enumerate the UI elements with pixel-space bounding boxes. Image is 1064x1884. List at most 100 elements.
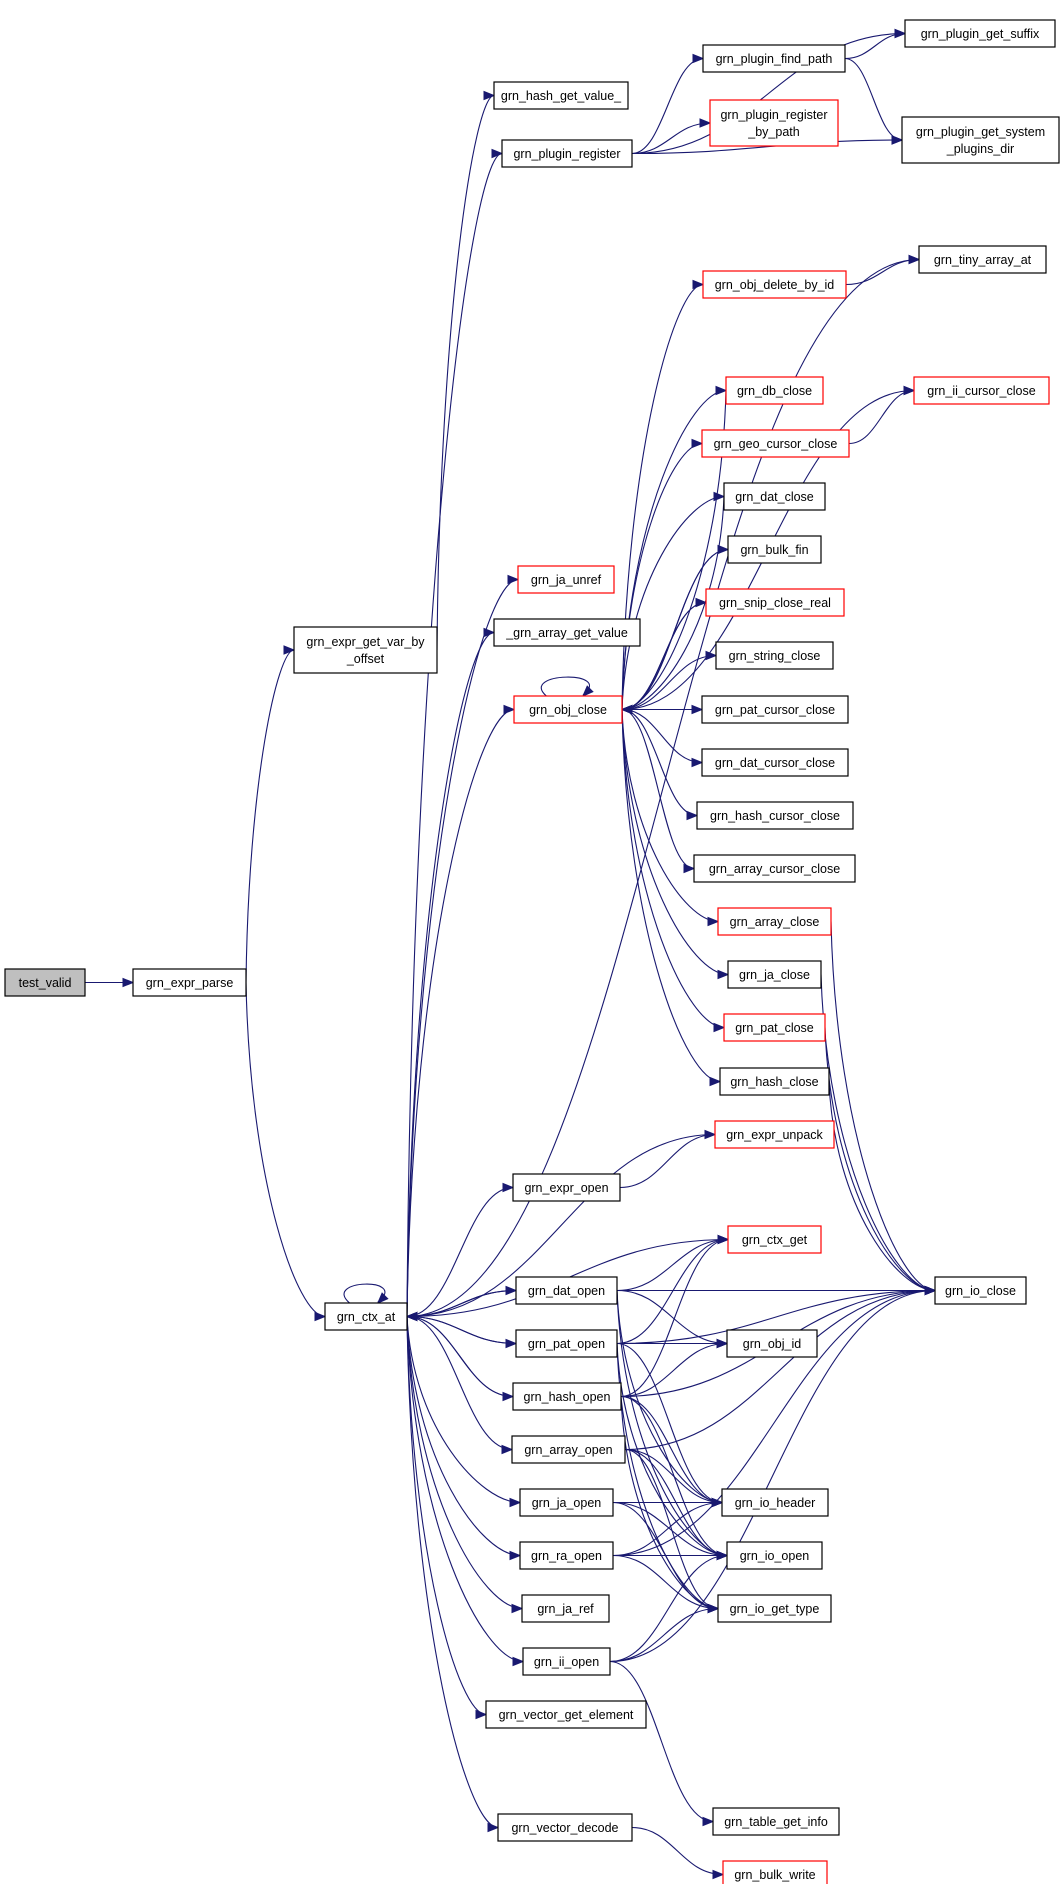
node-grn-pat-cursor-close[interactable]: grn_pat_cursor_close	[701, 695, 849, 724]
node-grn-io-header[interactable]: grn_io_header	[721, 1488, 829, 1517]
node-grn-snip-close-real[interactable]: grn_snip_close_real	[705, 588, 845, 617]
node-grn-array-close[interactable]: grn_array_close	[717, 907, 832, 936]
edge-line	[621, 496, 725, 711]
node-grn-geo-cursor-close[interactable]: grn_geo_cursor_close	[701, 429, 850, 458]
node-grn-tiny-array-at[interactable]: grn_tiny_array_at	[918, 245, 1047, 274]
edge-grn-pat-open-to-grn-ctx-at	[405, 1311, 517, 1345]
edge-arrowhead	[501, 1444, 514, 1455]
edge-grn-obj-close-to-grn-hash-close	[621, 709, 722, 1087]
node-label: grn_string_close	[729, 649, 821, 663]
node-grn-array-open[interactable]: grn_array_open	[511, 1435, 626, 1464]
node-grn-dat-close[interactable]: grn_dat_close	[723, 482, 826, 511]
node-grn-obj-id[interactable]: grn_obj_id	[726, 1329, 818, 1358]
node-label: grn_array_close	[730, 915, 820, 929]
node-grn-array-get-value[interactable]: _grn_array_get_value	[493, 618, 641, 647]
edge-grn-ctx-at-to-grn-array-open	[406, 1315, 514, 1455]
edge-arrowhead	[507, 574, 520, 585]
node-grn-dat-open[interactable]: grn_dat_open	[515, 1276, 618, 1305]
edge-arrowhead	[891, 135, 904, 145]
edge-grn-ctx-at-to-grn-vector-decode	[406, 1316, 500, 1833]
node-label: grn_plugin_register_by_path	[720, 108, 827, 139]
node-grn-pat-open[interactable]: grn_pat_open	[515, 1329, 618, 1358]
node-grn-vector-get-element[interactable]: grn_vector_get_element	[485, 1700, 647, 1729]
node-box	[727, 535, 822, 564]
edge-line	[406, 258, 920, 1318]
node-label: grn_hash_open	[524, 1390, 611, 1404]
node-grn-db-close[interactable]: grn_db_close	[725, 376, 824, 405]
node-label: grn_ii_open	[534, 1655, 599, 1669]
node-grn-vector-decode[interactable]: grn_vector_decode	[497, 1813, 633, 1842]
edge-grn-expr-get-var-by-offset-to-grn-hash-get-value-	[436, 90, 496, 651]
node-box	[723, 1013, 826, 1042]
node-box	[485, 1700, 647, 1729]
node-box	[723, 482, 826, 511]
node-grn-expr-unpack[interactable]: grn_expr_unpack	[714, 1120, 835, 1149]
edge-grn-plugin-register-to-grn-plugin-find-path	[631, 53, 705, 155]
node-box	[701, 429, 850, 458]
edge-arrowhead	[509, 1497, 522, 1508]
node-grn-ii-cursor-close[interactable]: grn_ii_cursor_close	[913, 376, 1050, 405]
node-test-valid: test_valid	[4, 968, 86, 997]
edge-line	[406, 1316, 523, 1610]
edge-line	[612, 1289, 936, 1557]
node-grn-string-close[interactable]: grn_string_close	[715, 641, 834, 670]
node-grn-io-get-type[interactable]: grn_io_get_type	[717, 1594, 832, 1623]
node-grn-obj-close[interactable]: grn_obj_close	[513, 695, 623, 724]
node-grn-ra-open[interactable]: grn_ra_open	[519, 1541, 614, 1570]
edge-line	[609, 1660, 714, 1823]
node-box	[512, 1173, 621, 1202]
node-grn-plugin-get-system-plugins-dir[interactable]: grn_plugin_get_system_plugins_dir	[901, 116, 1060, 164]
node-grn-ctx-at[interactable]: grn_ctx_at	[324, 1302, 408, 1331]
node-grn-hash-close[interactable]: grn_hash_close	[719, 1067, 830, 1096]
edge-line	[621, 495, 725, 710]
node-grn-ja-unref[interactable]: grn_ja_unref	[517, 565, 615, 594]
node-grn-obj-delete-by-id[interactable]: grn_obj_delete_by_id	[702, 270, 847, 299]
node-grn-hash-open[interactable]: grn_hash_open	[512, 1382, 622, 1411]
edge-grn-obj-close-to-grn-ja-close	[621, 709, 730, 980]
edge-arrowhead	[475, 1709, 488, 1720]
edge-arrowhead	[713, 491, 726, 502]
node-grn-plugin-register-by-path[interactable]: grn_plugin_register_by_path	[709, 99, 839, 147]
node-box	[719, 1067, 830, 1096]
node-box	[705, 588, 845, 617]
node-label: grn_vector_decode	[511, 1821, 618, 1835]
edge-line	[830, 921, 936, 1292]
node-grn-ja-close[interactable]: grn_ja_close	[727, 960, 822, 989]
node-grn-hash-cursor-close[interactable]: grn_hash_cursor_close	[696, 801, 854, 830]
edge-arrowhead	[491, 148, 504, 159]
node-grn-dat-cursor-close[interactable]: grn_dat_cursor_close	[701, 748, 849, 777]
node-grn-ja-open[interactable]: grn_ja_open	[519, 1488, 614, 1517]
node-grn-array-cursor-close[interactable]: grn_array_cursor_close	[693, 854, 856, 883]
node-grn-bulk-fin[interactable]: grn_bulk_fin	[727, 535, 822, 564]
node-grn-table-get-info[interactable]: grn_table_get_info	[712, 1807, 840, 1836]
node-grn-expr-get-var-by-offset[interactable]: grn_expr_get_var_by_offset	[293, 626, 438, 674]
node-grn-ii-open[interactable]: grn_ii_open	[522, 1647, 611, 1676]
node-box	[4, 968, 86, 997]
edge-line	[436, 94, 495, 651]
edge-line	[824, 1027, 936, 1292]
node-grn-bulk-write[interactable]: grn_bulk_write	[722, 1860, 828, 1884]
edge-grn-obj-delete-by-id-to-grn-tiny-array-at	[845, 254, 921, 286]
edge-line	[620, 1342, 728, 1398]
node-grn-plugin-register[interactable]: grn_plugin_register	[501, 139, 633, 168]
node-grn-expr-open[interactable]: grn_expr_open	[512, 1173, 621, 1202]
edge-line	[612, 1501, 723, 1557]
node-grn-ja-ref[interactable]: grn_ja_ref	[521, 1594, 610, 1623]
node-label: grn_obj_close	[529, 703, 607, 717]
node-grn-io-close[interactable]: grn_io_close	[934, 1276, 1027, 1305]
node-box	[501, 139, 633, 168]
edge-arrowhead	[683, 863, 696, 874]
node-grn-io-open[interactable]: grn_io_open	[726, 1541, 823, 1570]
node-grn-plugin-find-path[interactable]: grn_plugin_find_path	[702, 44, 846, 73]
node-label: grn_pat_cursor_close	[715, 703, 835, 717]
node-box	[519, 1488, 614, 1517]
node-label: grn_pat_close	[735, 1021, 814, 1035]
node-grn-hash-get-value-[interactable]: grn_hash_get_value_	[493, 81, 629, 110]
node-label: grn_ja_unref	[531, 573, 602, 587]
node-grn-ctx-get[interactable]: grn_ctx_get	[727, 1225, 822, 1254]
node-grn-plugin-get-suffix[interactable]: grn_plugin_get_suffix	[904, 19, 1056, 48]
edge-line	[406, 578, 519, 1317]
node-grn-pat-close[interactable]: grn_pat_close	[723, 1013, 826, 1042]
node-grn-expr-parse[interactable]: grn_expr_parse	[132, 968, 247, 997]
edge-arrowhead	[903, 385, 916, 396]
